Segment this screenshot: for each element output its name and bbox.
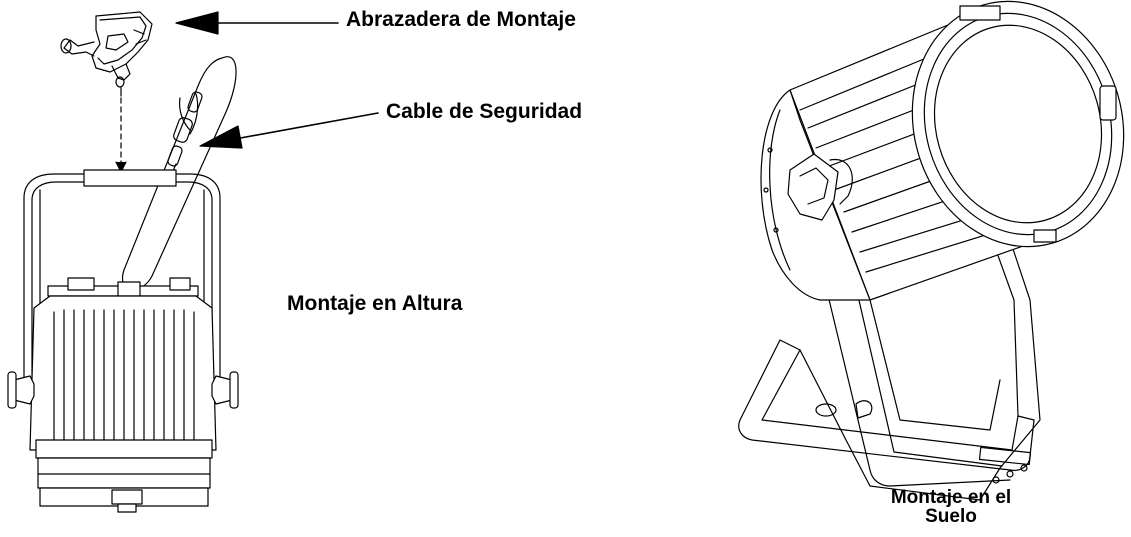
clamp-label: Abrazadera de Montaje [346, 8, 576, 31]
clamp-pointer-arrow [176, 12, 338, 34]
safety-cable-label: Cable de Seguridad [386, 100, 583, 123]
heat-sink-fins [54, 310, 194, 440]
floor-mounted-fixture [739, 0, 1131, 500]
floor-mounting-label: Montaje en el Suelo [890, 487, 1012, 527]
overhead-mounting-label: Montaje en Altura [287, 292, 463, 315]
fixture-rear-body [30, 278, 216, 512]
yoke-lock-knob-right [212, 372, 238, 408]
mounting-clamp-illustration [61, 12, 152, 96]
yoke-lock-knob-left [8, 372, 34, 408]
cable-pointer-arrow [200, 113, 378, 148]
